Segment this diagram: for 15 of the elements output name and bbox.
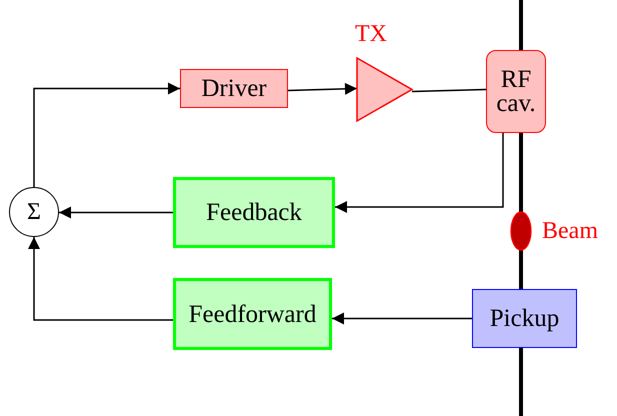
process-box: Feedback — [173, 177, 335, 248]
arrow — [288, 82, 358, 95]
arrow — [59, 206, 173, 218]
summing-junction: Σ — [9, 187, 59, 237]
process-box: Driver — [180, 69, 288, 108]
connector-line — [412, 88, 486, 92]
amplifier-label: TX — [355, 22, 387, 46]
cavity-box: RF cav. — [486, 50, 546, 133]
beam-label: Beam — [542, 219, 598, 243]
process-box: Feedforward — [173, 278, 332, 350]
arrow — [332, 312, 472, 324]
arrow — [33, 82, 180, 187]
arrow — [28, 237, 173, 321]
pickup-box: Pickup — [472, 289, 577, 348]
arrow — [335, 133, 504, 213]
